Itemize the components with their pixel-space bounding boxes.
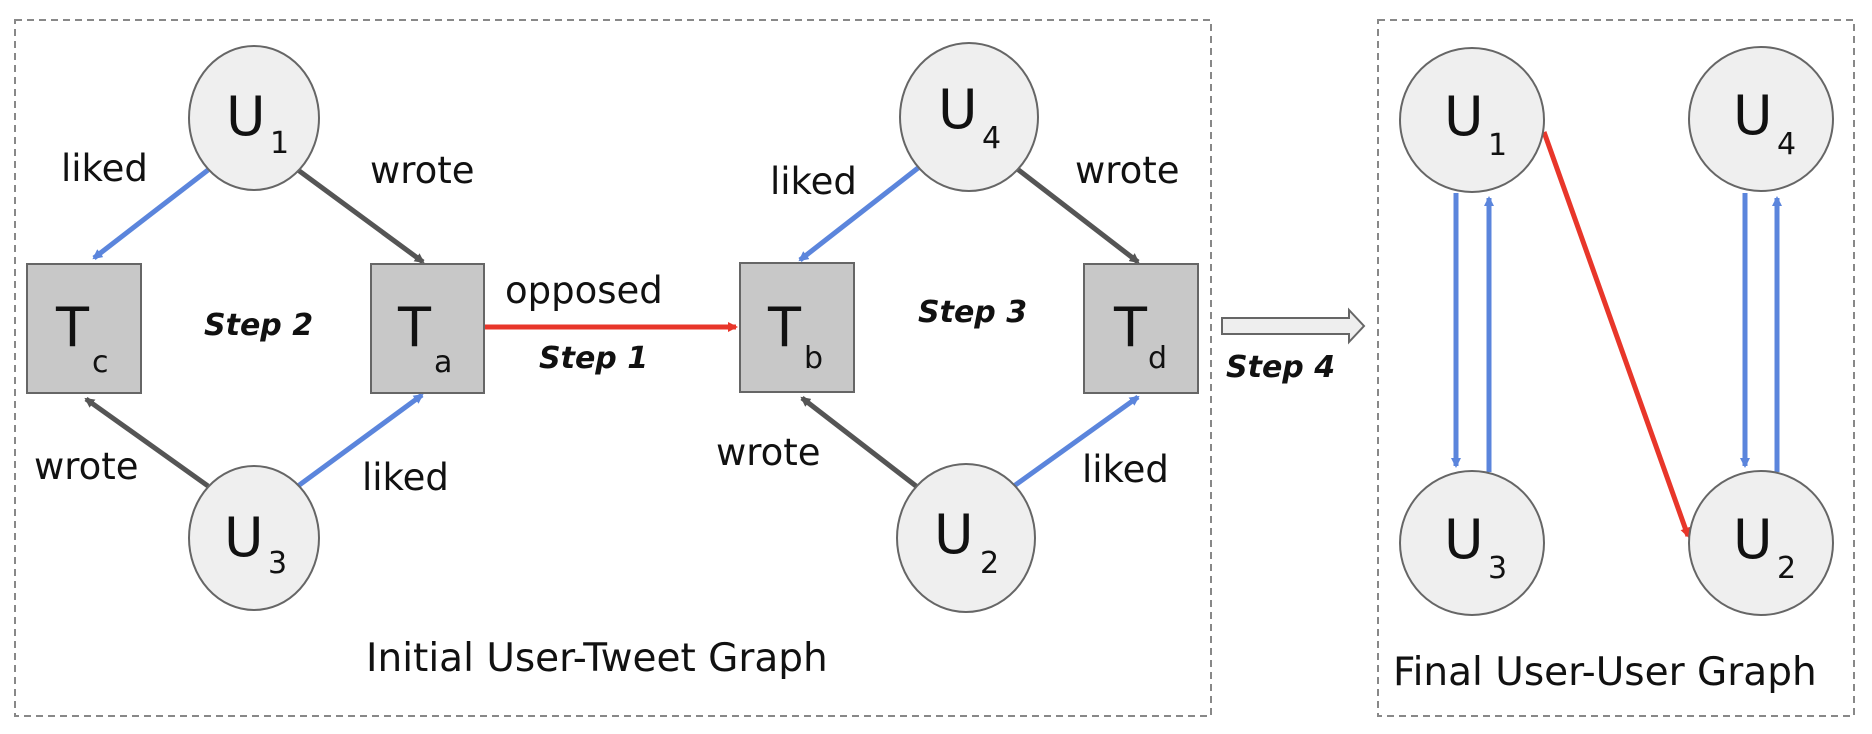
node-td-label: T — [1113, 296, 1148, 359]
edge-final-u1-to-u2 — [1541, 131, 1691, 538]
node-tc-subscript: c — [92, 345, 109, 380]
node-tc — [26, 263, 142, 394]
node-u1-label: U — [226, 85, 266, 148]
edge-u2-liked-td — [1012, 394, 1140, 489]
node-u2 — [896, 463, 1036, 613]
edge-u2-wrote-tb — [800, 396, 918, 488]
final-graph-caption: Final User-User Graph — [1393, 650, 1817, 695]
node-tb — [739, 262, 855, 393]
edge-u4-liked-tb — [798, 166, 920, 262]
node-final-u4-label: U — [1733, 84, 1773, 147]
edge-label-u3-ta: liked — [362, 456, 449, 499]
edge-u3-liked-ta — [296, 392, 424, 489]
node-final-u3-subscript: 3 — [1488, 551, 1507, 586]
node-u3-label: U — [224, 506, 264, 569]
node-u4 — [899, 42, 1039, 192]
step4-transform-arrow — [1221, 307, 1366, 345]
node-final-u3-label: U — [1444, 508, 1484, 571]
node-final-u4 — [1688, 46, 1834, 192]
node-final-u1-label: U — [1444, 85, 1484, 148]
node-final-u3 — [1399, 470, 1545, 616]
node-ta — [370, 263, 485, 394]
edge-u3-wrote-tc — [84, 396, 210, 489]
edge-label-u2-tb: wrote — [716, 431, 821, 474]
node-final-u2-label: U — [1733, 508, 1773, 571]
edge-u1-wrote-ta — [296, 167, 425, 265]
node-tb-subscript: b — [804, 341, 823, 376]
node-u2-subscript: 2 — [980, 546, 999, 581]
edge-u1-liked-tc — [92, 168, 210, 260]
edge-label-u4-tb: liked — [770, 160, 857, 203]
edge-label-u1-tc: liked — [61, 147, 148, 190]
node-final-u4-subscript: 4 — [1777, 127, 1796, 162]
node-u4-subscript: 4 — [982, 121, 1001, 156]
step2-label: Step 2 — [204, 308, 313, 343]
node-tc-label: T — [55, 296, 90, 359]
step4-label: Step 4 — [1226, 350, 1335, 385]
edge-label-u2-td: liked — [1082, 448, 1169, 491]
node-u2-label: U — [934, 503, 974, 566]
node-final-u2 — [1688, 470, 1834, 616]
node-ta-subscript: a — [434, 345, 452, 380]
node-u3 — [188, 465, 320, 611]
node-td — [1083, 263, 1199, 394]
node-ta-label: T — [397, 296, 432, 359]
node-u1-subscript: 1 — [270, 126, 289, 161]
final-graph-panel — [1377, 19, 1855, 717]
step3-label: Step 3 — [918, 295, 1027, 330]
node-u4-label: U — [938, 78, 978, 141]
node-td-subscript: d — [1148, 341, 1167, 376]
edge-u4-wrote-td — [1014, 166, 1140, 264]
node-u1 — [188, 45, 320, 191]
node-final-u1 — [1399, 47, 1545, 193]
initial-graph-panel — [14, 19, 1212, 717]
edge-label-u1-ta: wrote — [370, 149, 475, 192]
edge-label-u3-tc: wrote — [34, 445, 139, 488]
node-final-u1-subscript: 1 — [1488, 128, 1507, 163]
node-u3-subscript: 3 — [268, 546, 287, 581]
node-final-u2-subscript: 2 — [1777, 551, 1796, 586]
initial-graph-caption: Initial User-Tweet Graph — [366, 636, 828, 681]
edge-label-ta-tb: opposed — [505, 269, 663, 312]
edge-label-u4-td: wrote — [1075, 149, 1180, 192]
node-tb-label: T — [767, 296, 802, 359]
step1-label: Step 1 — [539, 341, 648, 376]
